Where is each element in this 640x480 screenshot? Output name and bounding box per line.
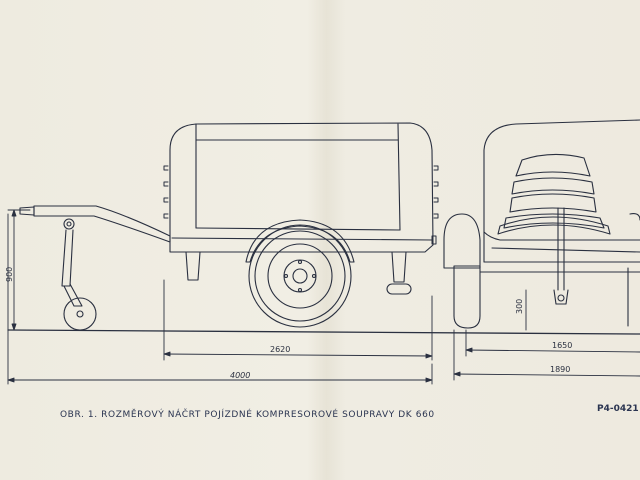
dim-1890-label: 1890 bbox=[550, 365, 570, 374]
ground-line bbox=[7, 329, 640, 335]
rear-wheel-left bbox=[453, 265, 481, 329]
jockey-wheel bbox=[61, 218, 97, 331]
dim-300-label: 300 bbox=[515, 299, 524, 314]
rear-body-outline bbox=[483, 119, 640, 263]
trailer-body bbox=[169, 122, 434, 253]
compressor-coils bbox=[497, 153, 611, 235]
dimension-lines bbox=[7, 209, 640, 385]
dim-1650-label: 1650 bbox=[552, 341, 572, 350]
sheet-code: P4-0421 bbox=[597, 404, 639, 414]
drawbar bbox=[33, 205, 171, 243]
side-view bbox=[19, 122, 439, 331]
rear-light bbox=[386, 283, 412, 295]
rear-view bbox=[443, 119, 640, 329]
body-latches bbox=[163, 165, 439, 245]
side-wheel bbox=[248, 224, 352, 328]
dim-900-label: 900 bbox=[5, 267, 14, 282]
figure-caption: Obr. 1. Rozměrový náčrt pojízdné kompres… bbox=[60, 410, 435, 420]
dim-4000-label: 4000 bbox=[230, 371, 250, 380]
dim-2620-label: 2620 bbox=[270, 345, 290, 354]
